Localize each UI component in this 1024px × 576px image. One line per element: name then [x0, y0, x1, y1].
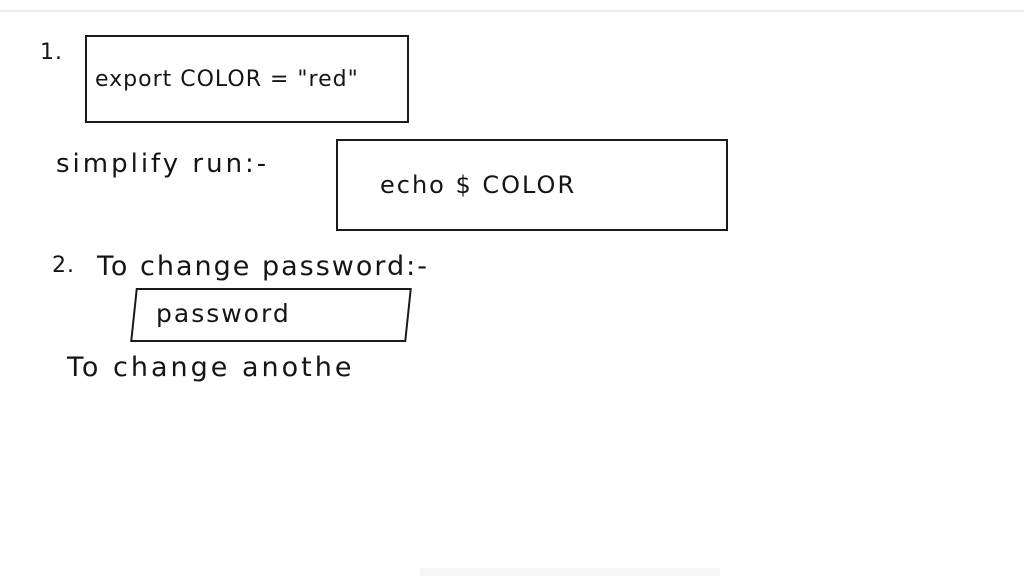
change-password-heading: To change password:- [97, 251, 429, 282]
change-another-text: To change anothe [67, 352, 355, 383]
item-2-number: 2. [52, 253, 75, 278]
top-divider [0, 10, 1024, 12]
export-command-box: export COLOR = "red" [85, 35, 409, 123]
item-1-number: 1. [40, 40, 63, 65]
bottom-edge-shadow [420, 568, 720, 576]
echo-command-text: echo $ COLOR [380, 171, 577, 199]
password-box-text: password [156, 299, 291, 328]
echo-command-box: echo $ COLOR [336, 139, 728, 231]
simplify-run-label: simplify run:- [56, 149, 270, 179]
export-command-text: export COLOR = "red" [95, 66, 359, 92]
